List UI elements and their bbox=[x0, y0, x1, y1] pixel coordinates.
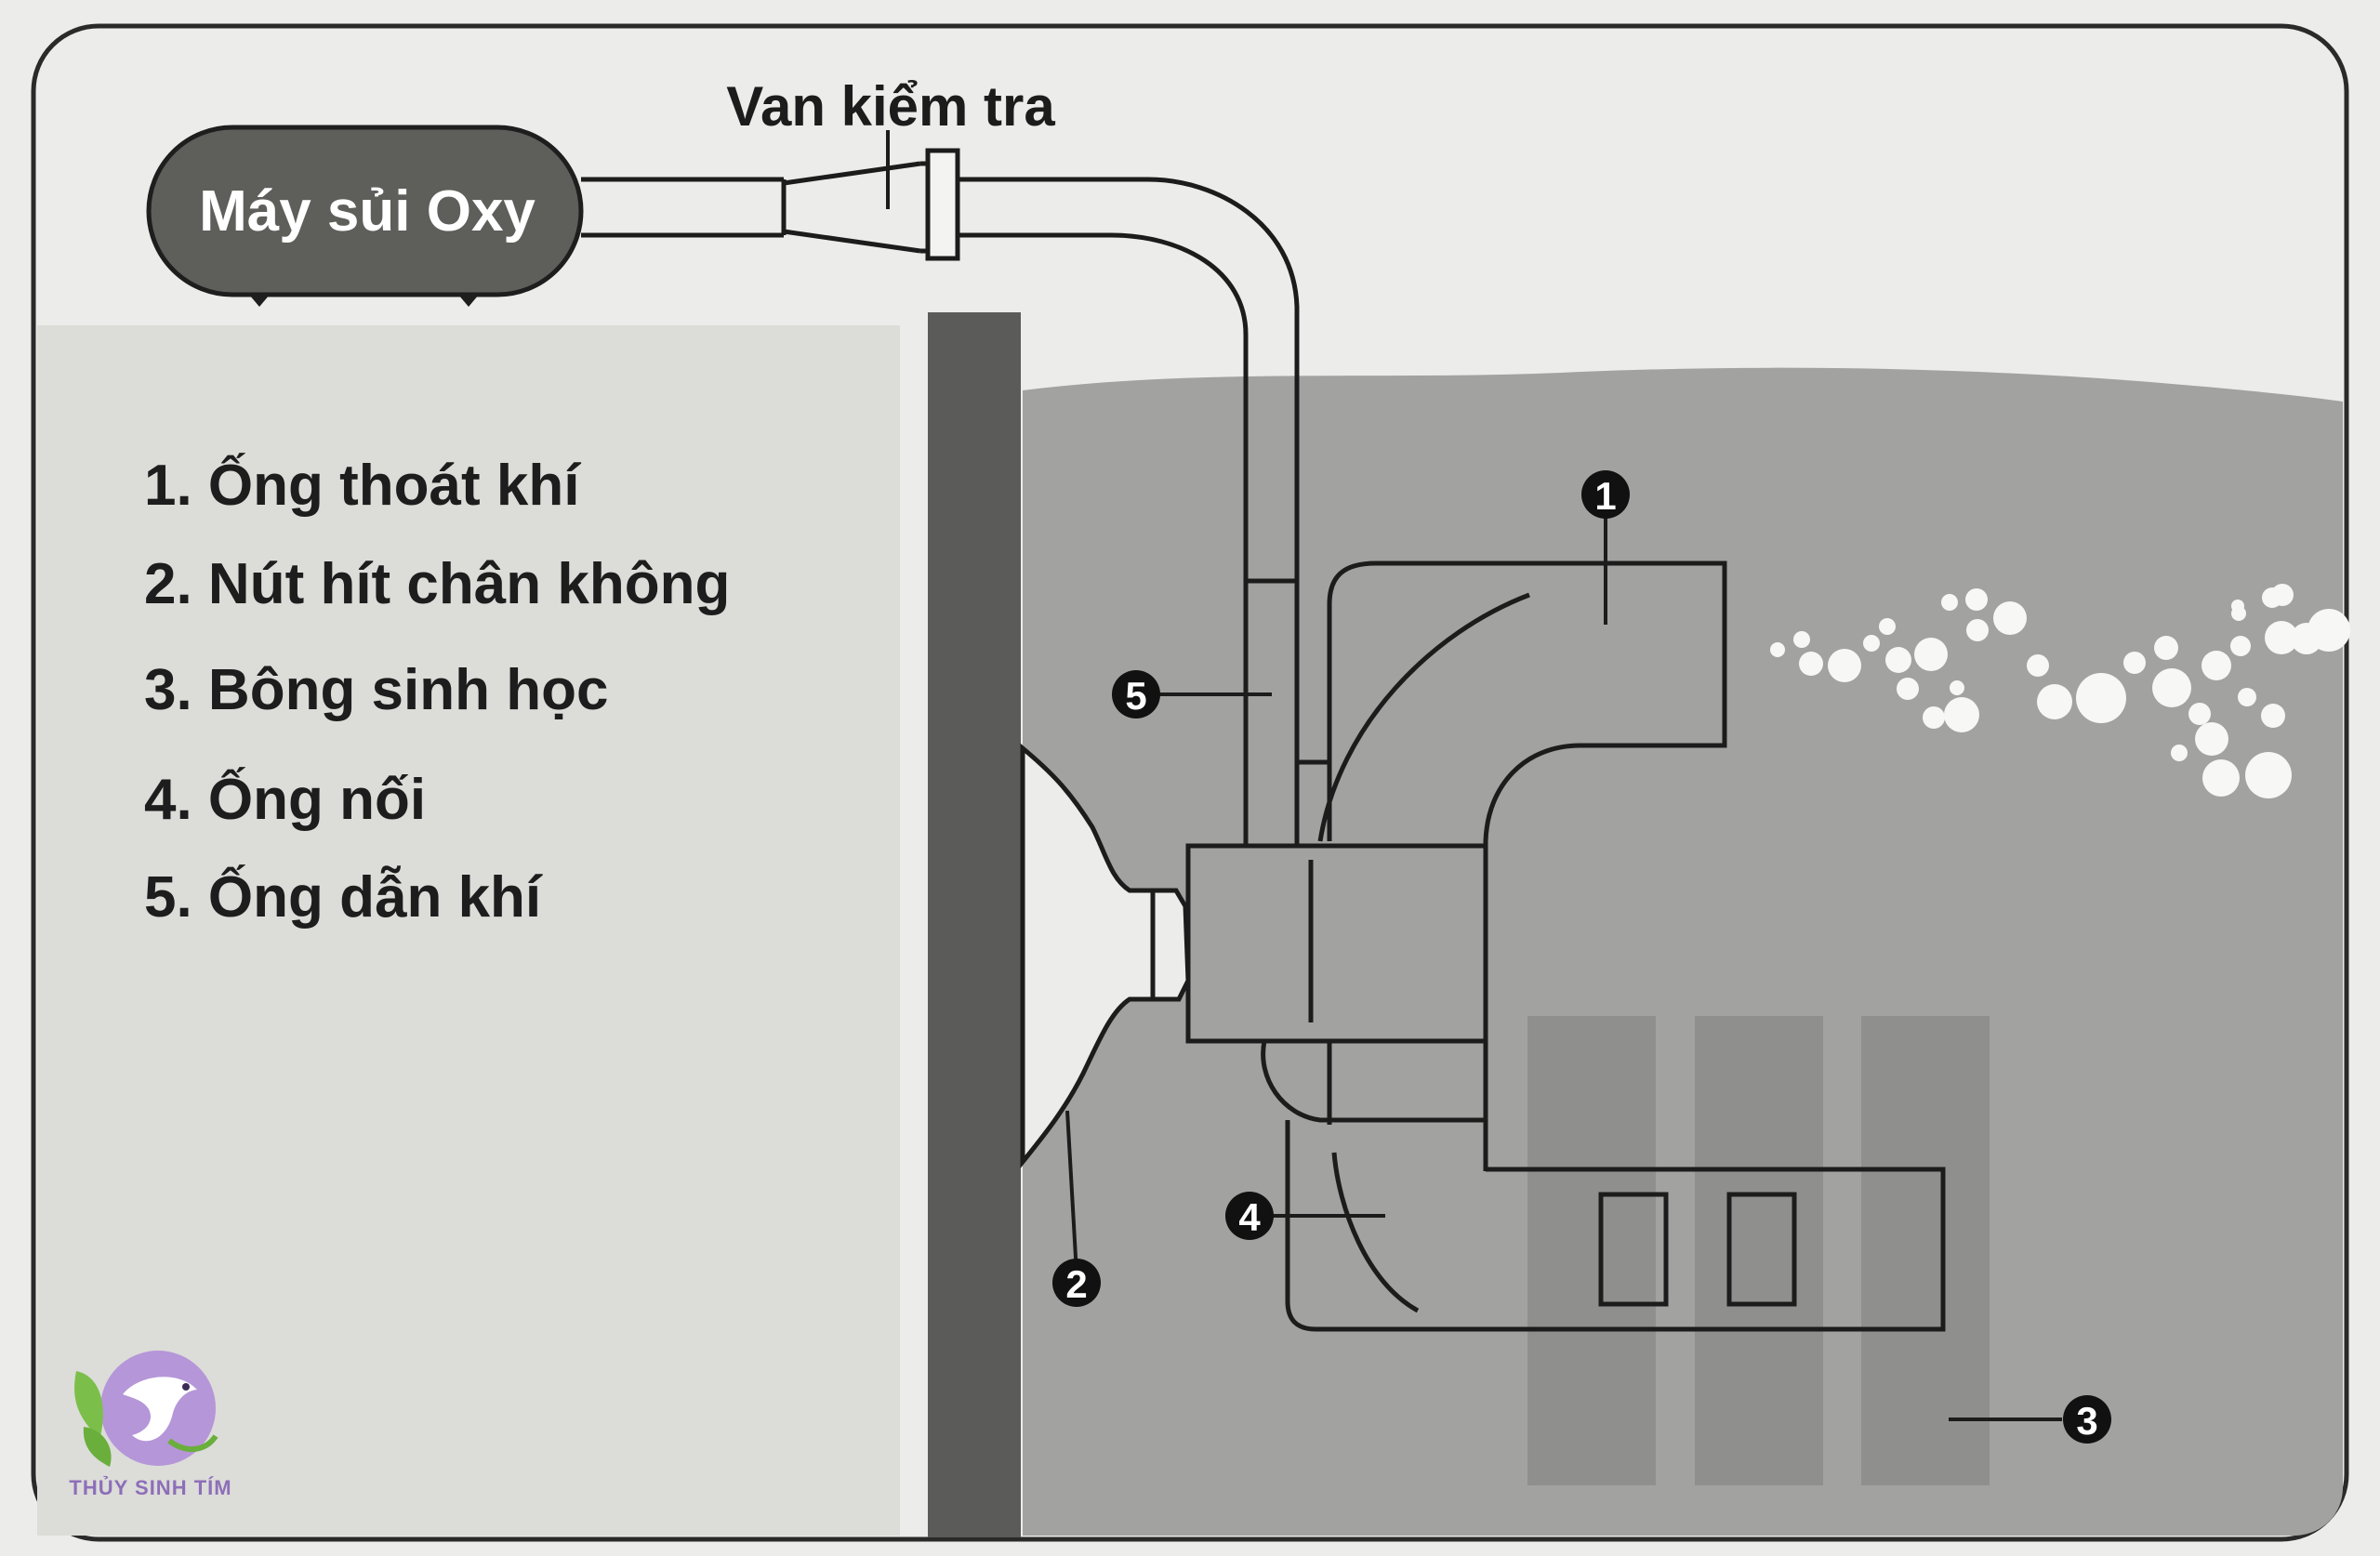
bubble bbox=[2238, 688, 2256, 706]
bubble bbox=[2307, 609, 2350, 652]
bubble bbox=[2123, 652, 2146, 674]
bubble bbox=[2171, 745, 2188, 761]
connecting-tube bbox=[1285, 1120, 1946, 1332]
bubble bbox=[2076, 673, 2126, 723]
air-pump-foot-right bbox=[458, 295, 479, 307]
airline-tube bbox=[581, 161, 921, 254]
connector-block bbox=[1185, 843, 1488, 1125]
marker-1-label: 1 bbox=[1594, 474, 1616, 518]
marker-5: 5 bbox=[1112, 670, 1272, 719]
bubble bbox=[2265, 621, 2298, 654]
bubble bbox=[1966, 619, 1989, 641]
marker-3: 3 bbox=[1949, 1395, 2111, 1444]
bubble bbox=[2037, 684, 2072, 719]
air-supply-tube bbox=[958, 177, 1300, 846]
aquarium-wall bbox=[928, 312, 1021, 1537]
bubble bbox=[1897, 678, 1919, 700]
brand-logo-fish-eye bbox=[182, 1383, 190, 1391]
bubble bbox=[1944, 697, 1979, 732]
bubble bbox=[2261, 704, 2285, 728]
bubble bbox=[2027, 654, 2049, 677]
tray-window-2 bbox=[1726, 1192, 1797, 1307]
bubble bbox=[2245, 752, 2292, 798]
bubble bbox=[1770, 642, 1785, 657]
marker-4-label: 4 bbox=[1238, 1195, 1261, 1239]
bubble bbox=[2231, 600, 2244, 613]
suction-cup bbox=[1020, 743, 1191, 1274]
check-valve-body bbox=[925, 148, 960, 261]
legend-panel bbox=[37, 325, 900, 1536]
legend-item-2: 2. Nút hít chân không bbox=[144, 552, 731, 616]
bubble-group bbox=[1770, 584, 2350, 798]
air-pump-label: Máy sủi Oxy bbox=[199, 179, 536, 244]
bubble bbox=[1879, 618, 1896, 635]
brand-logo bbox=[74, 1351, 218, 1467]
bubble bbox=[2195, 722, 2228, 756]
brand-logo-fish bbox=[123, 1377, 197, 1442]
marker-2-label: 2 bbox=[1065, 1262, 1087, 1306]
legend-item-1: 1. Ống thoát khí bbox=[144, 454, 580, 518]
bubble bbox=[2188, 703, 2211, 725]
sponge-block-3 bbox=[1861, 1016, 1990, 1485]
brand-name: THỦY SINH TÍM bbox=[69, 1476, 232, 1499]
bubble bbox=[1941, 594, 1958, 611]
brand-logo-swirl bbox=[167, 1434, 218, 1452]
legend-item-5: 5. Ống dẫn khí bbox=[144, 865, 542, 930]
marker-4: 4 bbox=[1225, 1192, 1385, 1240]
sponge-block-2 bbox=[1695, 1016, 1823, 1485]
outlet-pipe bbox=[1297, 560, 1727, 1171]
bubble bbox=[2271, 584, 2294, 606]
brand-logo-leaf-small bbox=[83, 1427, 112, 1467]
air-pump-body bbox=[146, 125, 584, 297]
bubble bbox=[1828, 649, 1861, 682]
bubble bbox=[1863, 635, 1880, 652]
air-pump-foot-left bbox=[249, 295, 270, 307]
check-valve: Van kiểm tra bbox=[726, 75, 1055, 261]
tray-window-1 bbox=[1598, 1192, 1669, 1307]
brand-logo-leaf bbox=[74, 1371, 103, 1441]
bubble bbox=[2202, 759, 2240, 797]
air-pump: Máy sủi Oxy bbox=[146, 125, 584, 307]
bubble bbox=[2152, 668, 2191, 707]
sponge-block-1 bbox=[1527, 1016, 1656, 1485]
bubble bbox=[1885, 647, 1911, 673]
water-area bbox=[1023, 367, 2343, 1536]
marker-3-label: 3 bbox=[2076, 1399, 2097, 1443]
bubble bbox=[1965, 588, 1988, 611]
marker-5-label: 5 bbox=[1125, 674, 1146, 718]
bubble bbox=[1799, 652, 1823, 676]
marker-1: 1 bbox=[1581, 470, 1630, 625]
bubble bbox=[2202, 651, 2231, 680]
bubble bbox=[1793, 631, 1810, 648]
legend-item-4: 4. Ống nối bbox=[144, 768, 427, 832]
bubble bbox=[2154, 636, 2178, 660]
bubble bbox=[1950, 680, 1964, 695]
legend-item-3: 3. Bông sinh học bbox=[144, 658, 609, 722]
check-valve-label: Van kiểm tra bbox=[726, 75, 1055, 138]
suction-cup-leader bbox=[1065, 1110, 1078, 1274]
bubble bbox=[2230, 636, 2251, 656]
bubble bbox=[1993, 601, 2027, 635]
bubble bbox=[1923, 706, 1945, 729]
marker-2: 2 bbox=[1052, 1259, 1101, 1307]
bubble bbox=[1914, 638, 1948, 671]
